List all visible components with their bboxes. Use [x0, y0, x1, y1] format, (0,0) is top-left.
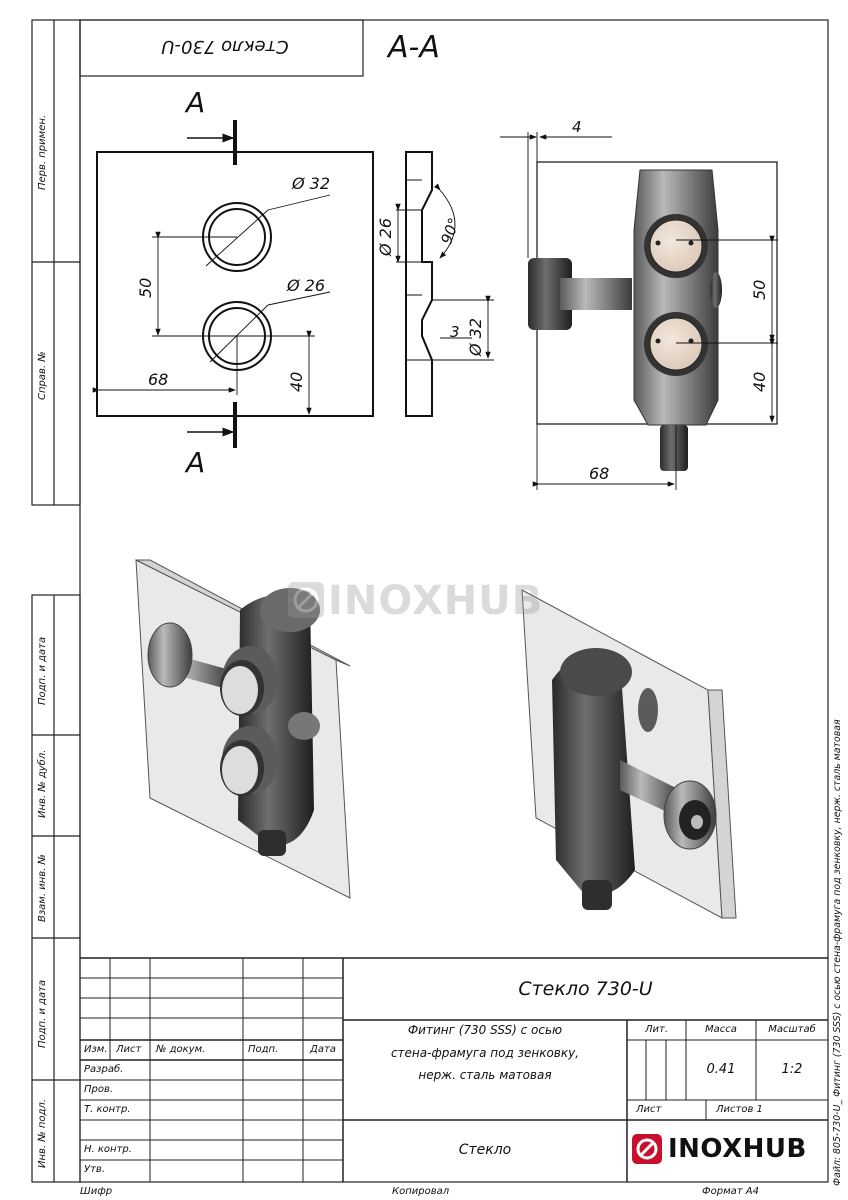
- role-razrab: Разраб.: [84, 1064, 124, 1075]
- role-utv: Утв.: [84, 1164, 105, 1175]
- scale-value: 1:2: [781, 1062, 803, 1077]
- margin-podp-data-1: Подп. и дата: [37, 636, 48, 705]
- mass-label: Масса: [705, 1024, 737, 1035]
- material: Стекло: [458, 1142, 512, 1158]
- logo-mark: [632, 1134, 662, 1164]
- iso-view-left: [135, 559, 351, 899]
- dim-d32: Ø 32: [292, 174, 331, 193]
- margin-sprav-no: Справ. №: [37, 351, 48, 400]
- section-label: A-A: [388, 30, 440, 65]
- dim-side-d32: Ø 32: [466, 317, 485, 356]
- right-view: [500, 132, 778, 490]
- section-view: [395, 151, 494, 417]
- footer-kopiroval: Копировал: [392, 1186, 450, 1197]
- watermark-mark: [288, 582, 324, 618]
- dim-right-50: 50: [750, 279, 769, 300]
- sheet-frame: [31, 19, 829, 1183]
- doc-code: Стекло 730-U: [518, 978, 653, 1000]
- dim-right-4: 4: [572, 118, 582, 136]
- margin-inv-podl: Инв. № подл.: [37, 1099, 48, 1168]
- dim-68: 68: [148, 370, 169, 389]
- role-prov: Пров.: [84, 1084, 114, 1095]
- footer-shifr: Шифр: [80, 1186, 113, 1197]
- title-block-grid: [80, 957, 828, 1182]
- description-line3: нерж. сталь матовая: [418, 1068, 552, 1082]
- hdr-data: Дата: [310, 1044, 336, 1055]
- section-mark-top: А: [186, 86, 206, 119]
- lit-label: Лит.: [644, 1024, 669, 1035]
- sheet-label: Лист: [636, 1104, 662, 1115]
- logo-text: INOXHUB: [668, 1134, 807, 1164]
- hdr-list: Лист: [116, 1044, 142, 1055]
- dim-right-68: 68: [589, 464, 610, 483]
- front-view: [92, 120, 374, 448]
- sheets-label: Листов 1: [716, 1104, 763, 1115]
- dim-d26: Ø 26: [287, 276, 326, 295]
- dim-side-d26: Ø 26: [376, 217, 395, 256]
- dim-side-3: 3: [450, 323, 460, 341]
- hdr-izm: Изм.: [84, 1044, 108, 1055]
- margin-inv-dubl: Инв. № дубл.: [37, 749, 48, 818]
- hdr-podp: Подп.: [248, 1044, 279, 1055]
- dim-50: 50: [136, 277, 155, 298]
- margin-podp-data-2: Подп. и дата: [37, 979, 48, 1048]
- scale-label: Масштаб: [768, 1024, 816, 1035]
- role-n-kontr: Н. контр.: [84, 1144, 132, 1155]
- file-name: Файл: 805-730-U_ Фитинг (730 SSS) с осью…: [832, 719, 843, 1186]
- margin-vzam-inv: Взам. инв. №: [37, 854, 48, 922]
- iso-view-right: [521, 589, 737, 919]
- dim-right-40: 40: [750, 371, 769, 392]
- mass-value: 0.41: [706, 1062, 736, 1077]
- section-mark-bottom: А: [186, 446, 206, 479]
- footer-format: Формат А4: [702, 1186, 759, 1197]
- watermark: INOXHUB: [328, 578, 544, 624]
- description-line1: Фитинг (730 SSS) с осью: [407, 1023, 563, 1037]
- mirrored-title: Стекло 730-U: [161, 36, 289, 57]
- description-line2: стена-фрамуга под зенковку,: [390, 1046, 580, 1060]
- margin-perv-primen: Перв. примен.: [37, 114, 48, 190]
- hdr-doc-no: № докум.: [156, 1044, 206, 1055]
- role-t-kontr: Т. контр.: [84, 1104, 131, 1115]
- dim-40: 40: [287, 371, 306, 392]
